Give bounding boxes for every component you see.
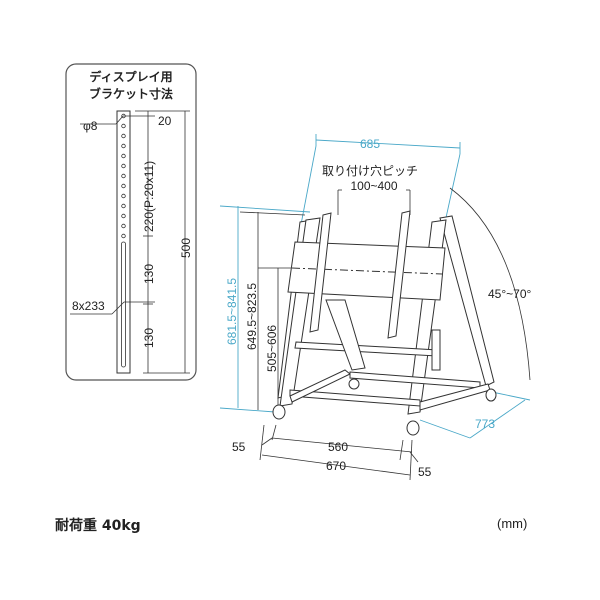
- cyan-dimension-lines: [219, 134, 531, 439]
- width-top-label: 685: [360, 137, 380, 151]
- bracket-dimension-lines: [70, 110, 190, 374]
- mount-pitch-title: 取り付け穴ピッチ: [322, 163, 418, 178]
- bracket-title-line1: ディスプレイ用: [89, 69, 172, 84]
- bracket-panel-frame: [65, 63, 197, 381]
- height-top-bracket-label: 649.5~823.5: [245, 283, 259, 350]
- bracket-panel: ディスプレイ用 ブラケット寸法: [65, 63, 197, 381]
- top-offset-label: 20: [158, 114, 172, 128]
- hole-pitch-label: 220(P:20x11): [142, 161, 156, 232]
- casters: [272, 378, 497, 436]
- dark-dimension-lines: [239, 187, 531, 481]
- caster-spacing-label: 560: [328, 440, 348, 454]
- unit-label: (mm): [497, 516, 528, 531]
- segment-lower-label: 130: [142, 328, 156, 348]
- hole-diameter-label: φ8: [83, 119, 98, 133]
- tilt-angle-label: 45°~70°: [488, 287, 532, 301]
- load-capacity-label: 耐荷重 40kg: [55, 518, 141, 534]
- caster-offset-left-label: 55: [232, 440, 246, 454]
- height-center-label: 505~606: [265, 325, 279, 372]
- base-width-label: 670: [326, 459, 346, 473]
- segment-upper-label: 130: [142, 264, 156, 284]
- stand-frame: [277, 210, 495, 415]
- height-overall-label: 681.5~841.5: [225, 278, 239, 345]
- mount-pitch-range: 100~400: [350, 179, 397, 193]
- total-length-label: 500: [179, 238, 193, 258]
- slot-size-label: 8x233: [72, 299, 105, 313]
- caster-offset-right-label: 55: [418, 465, 432, 479]
- bracket-title-line2: ブラケット寸法: [89, 86, 173, 101]
- depth-label: 773: [475, 417, 495, 431]
- stand-drawing: 685 681.5~841.5 773 取り付け穴ピッチ 100~40: [219, 134, 532, 481]
